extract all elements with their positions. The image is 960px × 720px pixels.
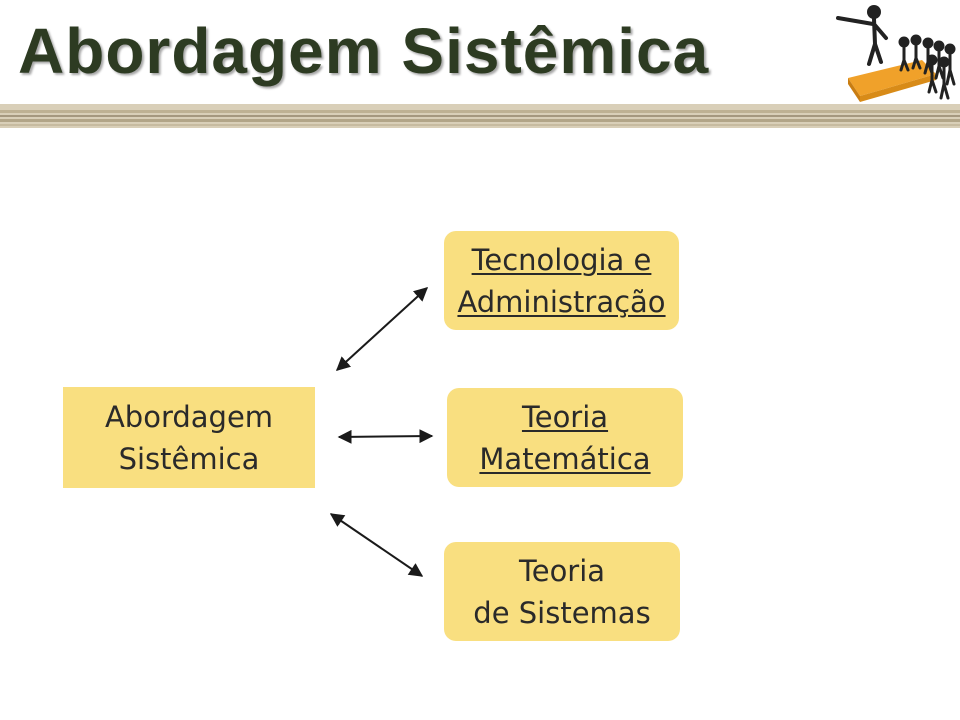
leader-pointing-figures-icon [836,5,956,102]
node-tecnologia-administracao[interactable]: Tecnologia e Administração [444,231,679,330]
slide-title: Abordagem Sistêmica [18,15,710,87]
arrow-to-tecnologia [335,287,429,371]
node-link-line2[interactable]: Administração [457,284,666,319]
node-teoria-de-sistemas: Teoria de Sistemas [444,542,680,641]
node-label-line2: Sistêmica [118,441,260,476]
node-link-line1[interactable]: Teoria [521,399,609,434]
node-teoria-matematica[interactable]: Teoria Matemática [447,388,683,487]
arrow-to-matematica [337,429,434,444]
node-link-line1[interactable]: Tecnologia e [471,242,652,277]
header-divider-band [0,104,960,128]
node-label-line1: Teoria [518,553,606,588]
arrow-to-sistemas [329,513,424,577]
node-label-line1: Abordagem [104,399,274,434]
node-link-line2[interactable]: Matemática [479,441,651,476]
node-label-line2: de Sistemas [473,595,651,630]
node-abordagem-sistemica: Abordagem Sistêmica [63,387,315,488]
